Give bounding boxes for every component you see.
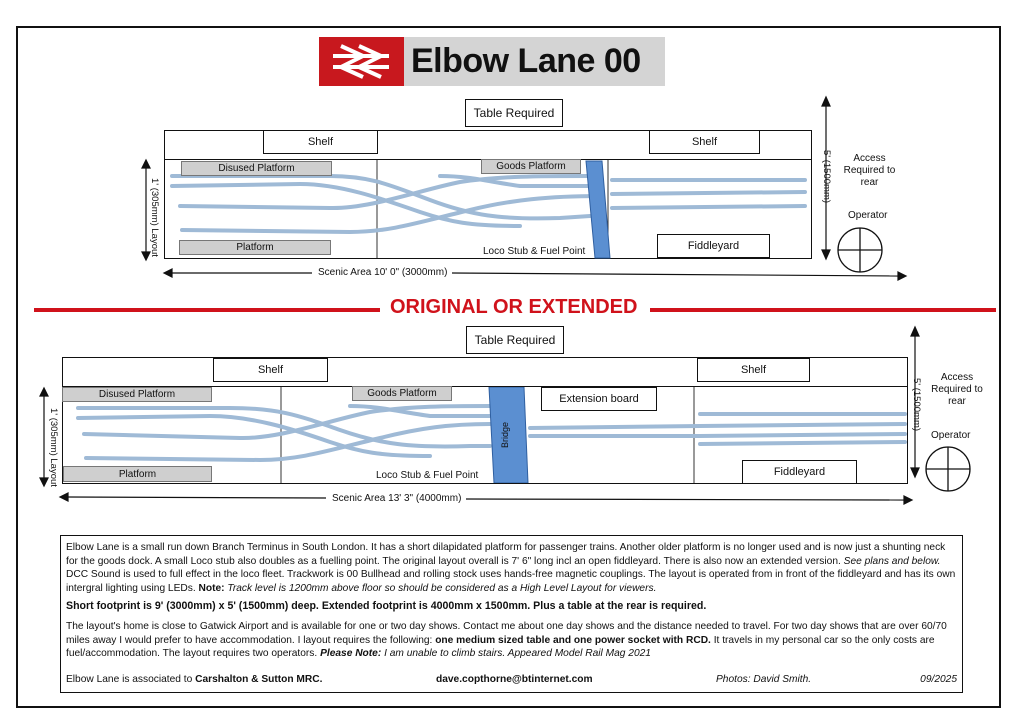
bottom-goods-platform: Goods Platform [352, 386, 452, 401]
bottom-baseboard [62, 386, 908, 484]
bottom-loco-stub-label: Loco Stub & Fuel Point [376, 470, 479, 481]
top-track-lines [170, 174, 807, 235]
top-access-text: Access Required to rear [843, 153, 896, 188]
description-paragraph-3: The layout's home is close to Gatwick Ai… [66, 620, 947, 660]
top-bridge [585, 160, 611, 259]
bottom-extension-board: Extension board [541, 387, 657, 411]
footer-email-link[interactable]: dave.copthorne@btinternet.com [436, 674, 593, 686]
top-disused-platform: Disused Platform [181, 161, 332, 176]
top-access-depth: 5' (1500mm) [821, 150, 832, 204]
top-fiddleyard: Fiddleyard [657, 234, 770, 258]
bottom-operator-label: Operator [931, 430, 971, 441]
top-scenic-arrow [162, 268, 908, 281]
top-operator-label: Operator [848, 210, 888, 221]
description-panel: Elbow Lane is a small run down Branch Te… [60, 535, 963, 693]
bottom-depth-label: 1' (305mm) Layout [48, 408, 59, 487]
top-depth-arrow [141, 158, 151, 262]
top-operator-icon [837, 227, 883, 273]
bottom-shelf-right: Shelf [697, 358, 810, 382]
page-frame [16, 26, 1001, 708]
bottom-fiddleyard: Fiddleyard [742, 460, 857, 484]
top-shelf-left: Shelf [263, 130, 378, 154]
layout-title: Elbow Lane 00 [411, 42, 641, 80]
top-goods-platform: Goods Platform [481, 159, 581, 174]
description-paragraph-1: Elbow Lane is a small run down Branch Te… [66, 542, 956, 594]
footer-row: Elbow Lane is associated to Carshalton &… [66, 673, 957, 687]
top-table-required: Table Required [465, 99, 563, 127]
bottom-access-depth: 5' (1500mm) [911, 378, 922, 432]
title-banner: Elbow Lane 00 [319, 37, 665, 86]
divider-line-left [34, 308, 380, 312]
top-scenic-area-label: Scenic Area 10' 0" (3000mm) [318, 267, 448, 278]
footer-date: 09/2025 [920, 674, 957, 686]
bottom-scenic-arrow [58, 492, 914, 505]
top-loco-stub-label: Loco Stub & Fuel Point [483, 246, 586, 257]
footer-association: Elbow Lane is associated to Carshalton &… [66, 674, 323, 686]
original-or-extended-heading: ORIGINAL OR EXTENDED [390, 296, 638, 318]
bottom-scenic-area-label: Scenic Area 13' 3" (4000mm) [332, 493, 462, 504]
bottom-access-arrow [910, 325, 920, 479]
bottom-table-required: Table Required [466, 326, 564, 354]
footprint-paragraph: Short footprint is 9' (3000mm) x 5' (150… [66, 600, 707, 613]
bottom-operator-icon [925, 446, 971, 492]
bottom-platform: Platform [63, 466, 212, 482]
bottom-bridge-label: Bridge [500, 421, 510, 448]
bottom-shelf-left: Shelf [213, 358, 328, 382]
bottom-depth-arrow [39, 386, 49, 488]
bottom-disused-platform: Disused Platform [62, 387, 212, 402]
top-depth-label: 1' (305mm) Layout [149, 178, 160, 257]
divider-line-right [650, 308, 996, 312]
top-shelf-right: Shelf [649, 130, 760, 154]
top-platform: Platform [179, 240, 331, 255]
top-access-arrow [821, 95, 831, 261]
footer-photos-credit: Photos: David Smith. [716, 674, 812, 686]
british-rail-double-arrow-icon [319, 37, 404, 86]
bottom-access-text: Access Required to rear [931, 372, 983, 407]
bottom-track-lines [76, 404, 907, 463]
